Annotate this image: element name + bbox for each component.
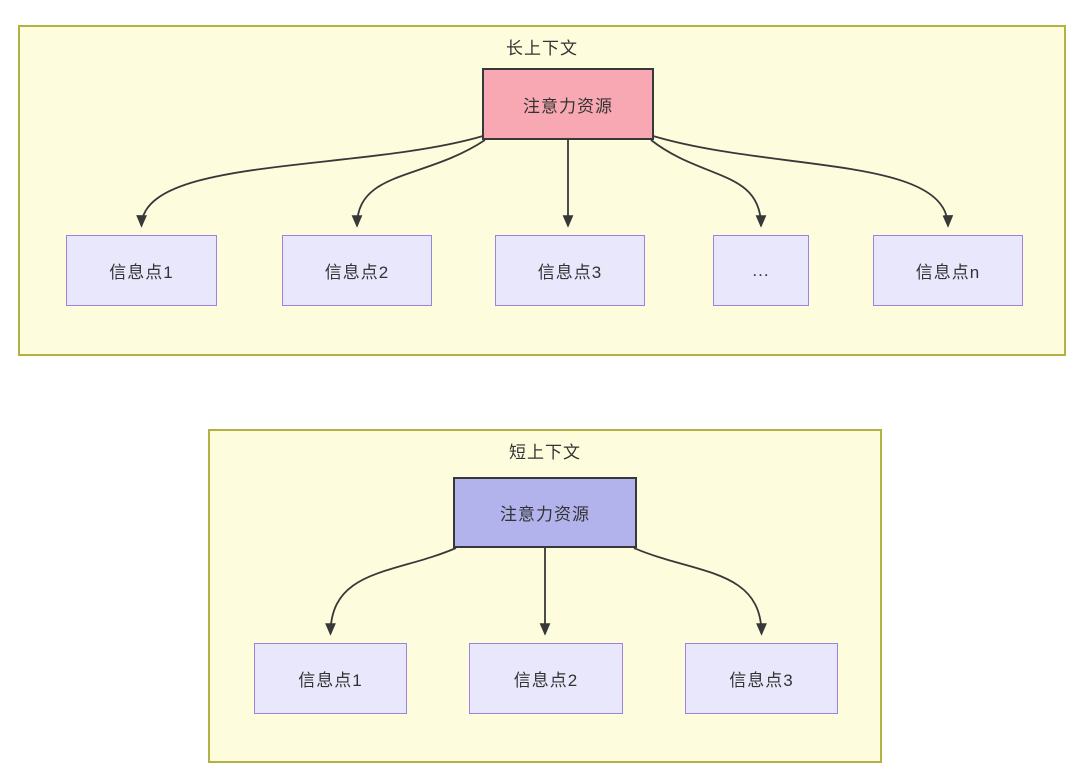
short-info-box-2: 信息点2 (469, 643, 623, 714)
short-info-box-3: 信息点3 (685, 643, 838, 714)
long-context-title: 长上下文 (506, 39, 578, 58)
long-info-box-ellipsis: ... (713, 235, 809, 306)
long-info-box-1: 信息点1 (66, 235, 217, 306)
long-info-box-n: 信息点n (873, 235, 1023, 306)
long-info-box-3: 信息点3 (495, 235, 645, 306)
long-attention-source-box: 注意力资源 (482, 68, 654, 140)
long-info-box-2: 信息点2 (282, 235, 432, 306)
short-attention-source-box: 注意力资源 (453, 477, 637, 548)
short-info-box-1: 信息点1 (254, 643, 407, 714)
short-context-title: 短上下文 (509, 443, 581, 462)
